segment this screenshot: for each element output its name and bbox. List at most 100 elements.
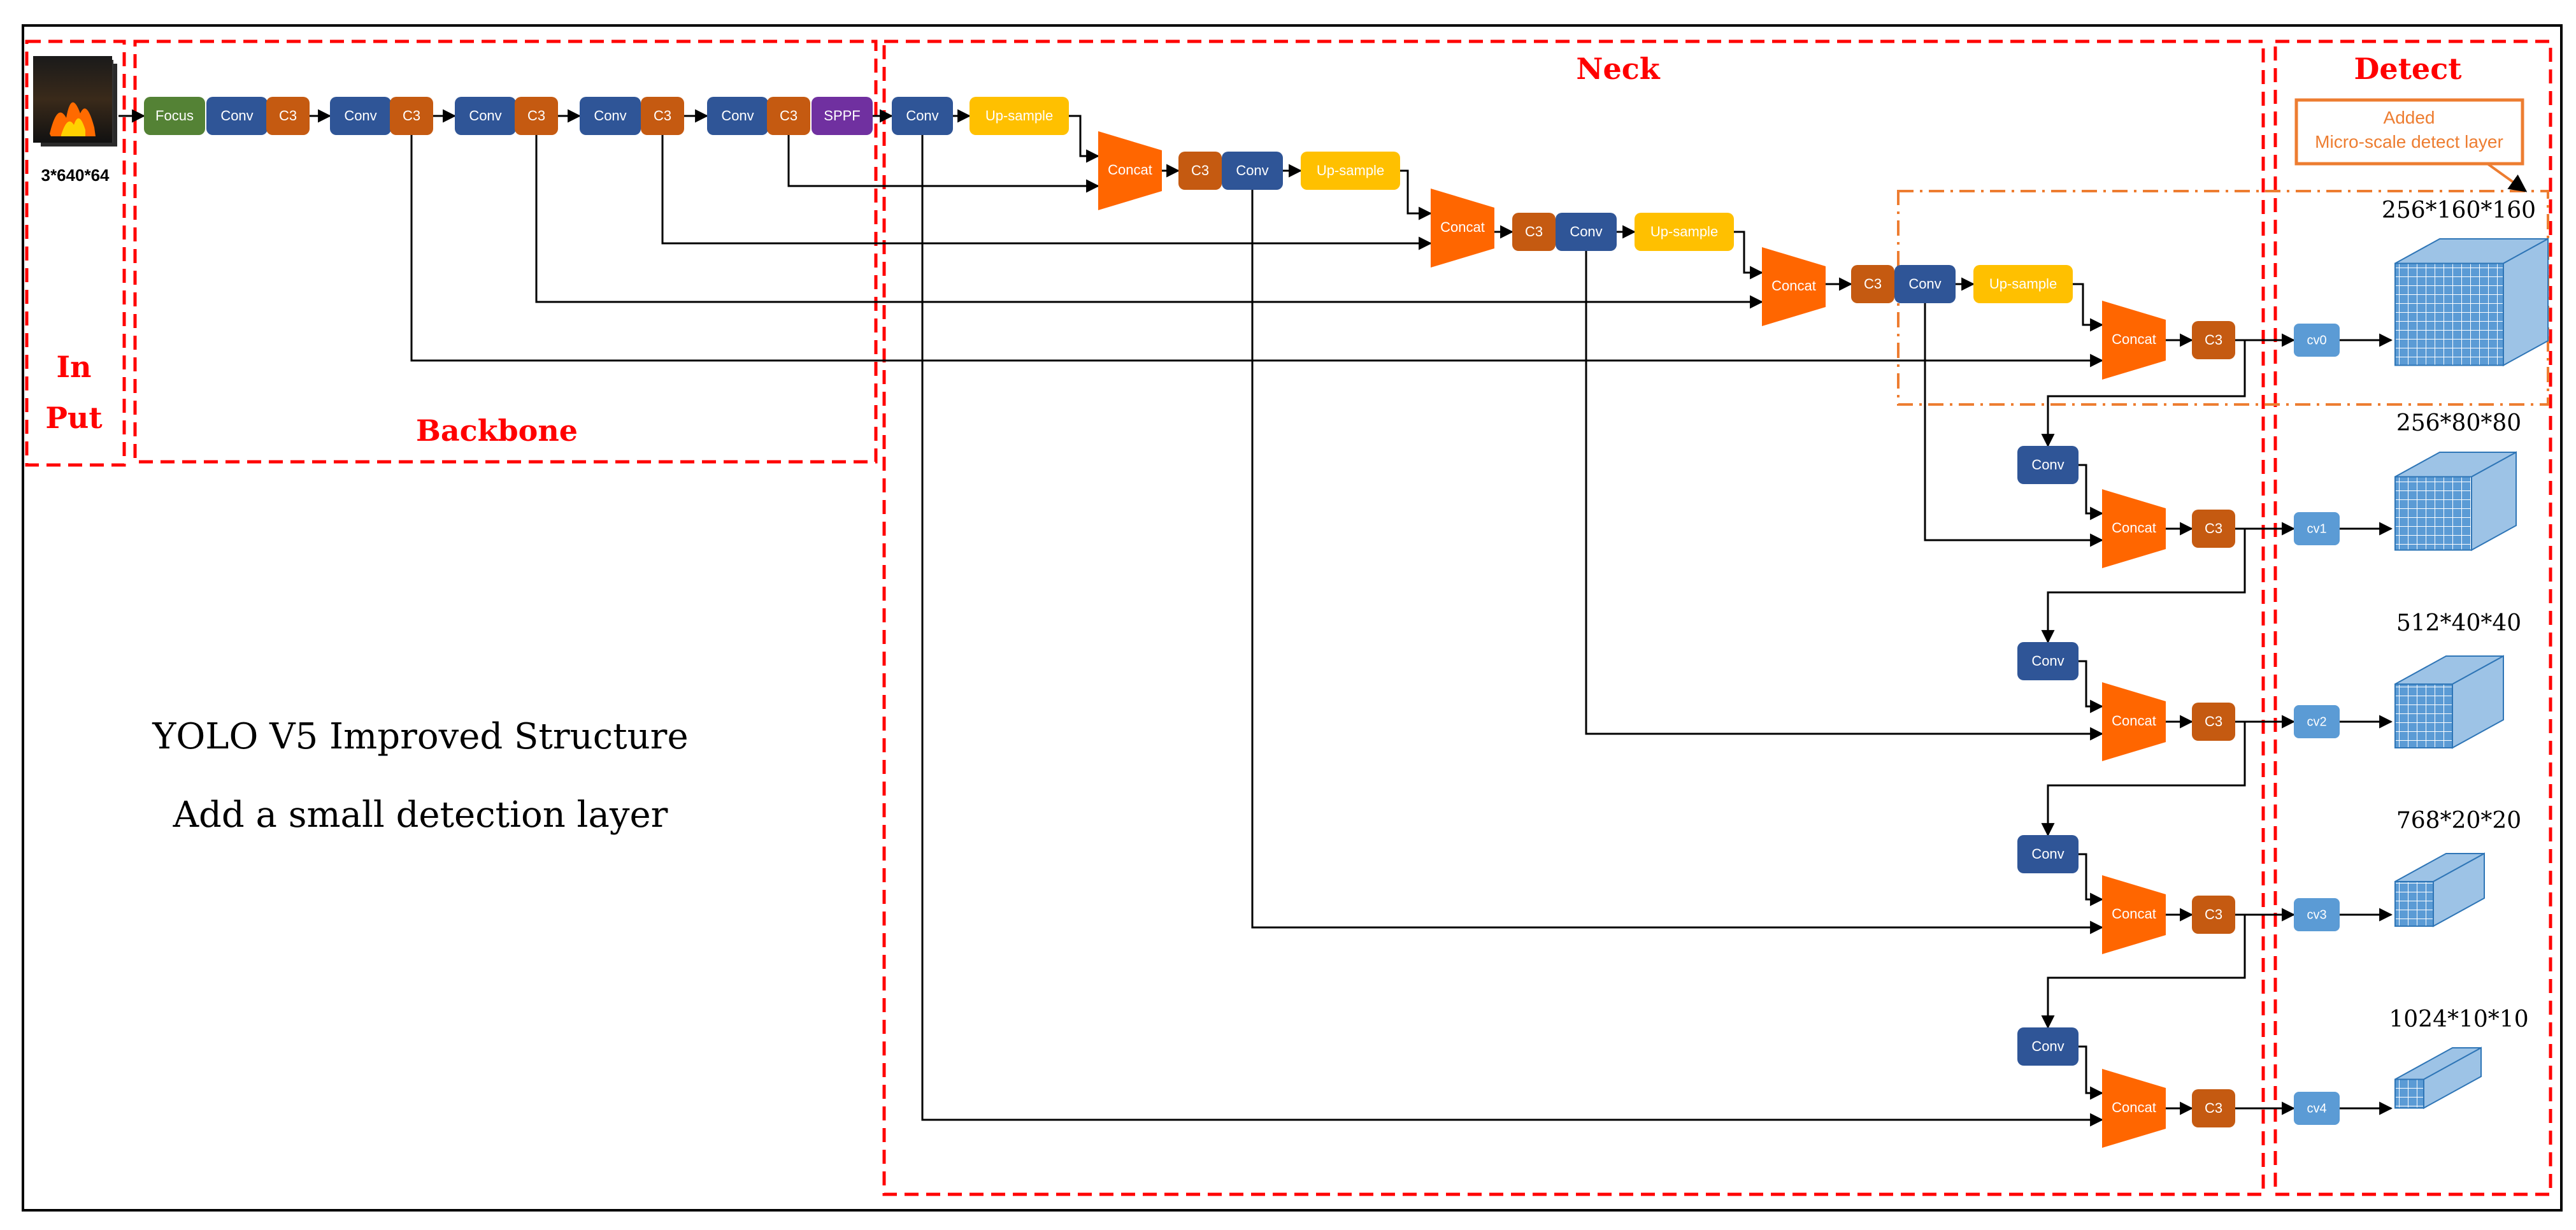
c3-out-2: C3 [2192,703,2235,741]
feature-cube-2 [2394,655,2504,749]
upsample-block-4: Up-sample [1973,265,2073,303]
outer-frame [22,24,2563,1212]
section-boxes [25,39,2552,1196]
input-image [33,56,117,147]
conv-block-3-label: Conv [469,108,501,124]
sppf-block-label: SPPF [824,108,860,124]
cv-label-0: cv0 [2307,333,2326,347]
concat-block-1: Concat [1098,131,1162,210]
concat-block-3: Concat [1762,247,1826,326]
pan-conv-2: Conv [2017,642,2079,680]
input-section-box [25,39,126,467]
input-size-label: 3*640*64 [41,166,110,185]
neck-conv-2: Conv [1222,152,1283,190]
c3-out-4-label: C3 [2205,1100,2222,1116]
c3-out-0-label: C3 [2205,332,2222,348]
upsample-block-4-label: Up-sample [1989,276,2057,292]
c3-block-2-label: C3 [403,108,420,124]
c3-out-4: C3 [2192,1089,2235,1127]
pan-conv-2-label: Conv [2031,653,2064,669]
concat-out-1-label: Concat [2112,520,2156,536]
neck-conv-1-label: Conv [906,108,938,124]
c3-block-5-label: C3 [780,108,798,124]
neck-c3-2-label: C3 [1525,224,1543,240]
connector-lines [118,109,2296,1127]
c3-block-5: C3 [767,97,810,135]
annotation: Added Micro-scale detect layer [2294,98,2528,192]
cv-label-1: cv1 [2307,522,2326,536]
concat-out-0: Concat [2102,301,2166,380]
concat-out-4-label: Concat [2112,1099,2156,1115]
feature-cube-4 [2394,1047,2482,1110]
c3-out-1-label: C3 [2205,520,2222,536]
conv-block-1-label: Conv [220,108,253,124]
c3-block-4: C3 [641,97,684,135]
cv-block-3 [2294,898,2340,931]
neck-c3-1: C3 [1178,152,1222,190]
pan-conv-1: Conv [2017,446,2079,484]
neck-c3-1-label: C3 [1191,162,1209,178]
concat-out-4: Concat [2102,1069,2166,1148]
c3-out-3-label: C3 [2205,906,2222,922]
pan-conv-3: Conv [2017,835,2079,873]
c3-block-3: C3 [515,97,558,135]
annotation-line2: Micro-scale detect layer [2315,132,2503,152]
c3-out-0: C3 [2192,321,2235,359]
neck-c3-3: C3 [1851,265,1894,303]
concat-out-2: Concat [2102,682,2166,761]
cv-label-2: cv2 [2307,715,2326,729]
detect-section-box [2273,39,2552,1196]
neck-conv-4-label: Conv [1908,276,1941,292]
detect-title: Detect [2354,52,2463,86]
c3-block-1: C3 [266,97,310,135]
focus-block-label: Focus [155,108,194,124]
pan-conv-3-label: Conv [2031,846,2064,862]
upsample-block-1-label: Up-sample [985,108,1053,124]
c3-block-2: C3 [390,97,433,135]
pan-conv-1-label: Conv [2031,457,2064,473]
detect-heads: cv0256*160*160cv1256*80*80cv2512*40*40cv… [2294,197,2549,1125]
pan-conv-4-label: Conv [2031,1038,2064,1054]
neck-title: Neck [1576,52,1660,86]
neck-conv-3: Conv [1556,213,1617,251]
annotation-line1: Added [2384,108,2435,127]
pan-conv-4: Conv [2017,1027,2079,1066]
concat-block-3-label: Concat [1771,278,1816,294]
upsample-block-2-label: Up-sample [1317,162,1384,178]
concat-block-2: Concat [1431,189,1494,268]
conv-block-2: Conv [330,97,391,135]
neck-section-box [882,39,2265,1196]
input-title-line2: Put [45,401,103,435]
c3-out-3: C3 [2192,896,2235,934]
conv-block-4-label: Conv [594,108,626,124]
backbone-title: Backbone [416,413,578,448]
concat-out-0-label: Concat [2112,331,2156,347]
conv-block-5: Conv [707,97,768,135]
concat-out-3-label: Concat [2112,906,2156,922]
c3-block-3-label: C3 [527,108,545,124]
concat-block-1-label: Concat [1108,162,1152,178]
concat-out-3: Concat [2102,875,2166,954]
caption-line1: YOLO V5 Improved Structure [152,716,688,757]
feature-cube-3 [2394,852,2485,927]
upsample-block-1: Up-sample [970,97,1069,135]
cv-block-1 [2294,512,2340,545]
concat-out-1: Concat [2102,489,2166,568]
cv-label-4: cv4 [2307,1101,2326,1115]
cv-block-2 [2294,705,2340,738]
upsample-block-3-label: Up-sample [1650,224,1718,240]
cv-block-0 [2294,324,2340,357]
cv-label-3: cv3 [2307,908,2326,922]
feature-cube-1 [2394,451,2517,552]
neck-c3-2: C3 [1512,213,1556,251]
sppf-block: SPPF [812,97,873,135]
conv-block-3: Conv [455,97,516,135]
conv-block-2-label: Conv [344,108,376,124]
